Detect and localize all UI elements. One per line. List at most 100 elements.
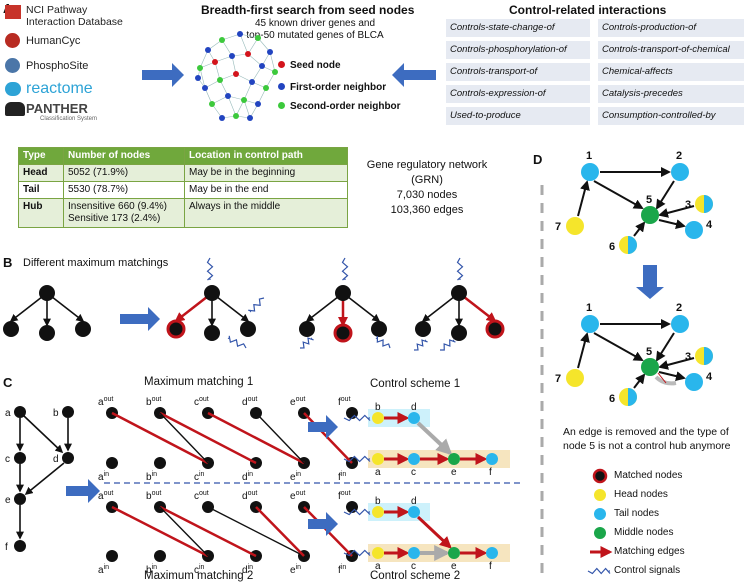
tree-1-edge — [46, 292, 85, 322]
bfs-node — [217, 77, 223, 83]
mm2-in-e — [298, 550, 310, 562]
d-bottom-edge — [658, 371, 686, 381]
d-top-label-2: 2 — [676, 150, 682, 162]
mm1-in-label: fin — [338, 471, 346, 483]
source-humancyc: HumanCyc — [26, 35, 81, 47]
d-top-node-3-half — [704, 195, 713, 213]
tree-2-signal — [228, 335, 247, 349]
table-cell-count: 5052 (71.9%) — [63, 164, 185, 182]
mm1-out-sup: out — [152, 396, 162, 403]
mm1-in-sup: in — [341, 471, 347, 478]
bfs-edge — [265, 71, 276, 89]
tree-1-child — [3, 321, 19, 337]
mm1-out-label: bout — [146, 396, 161, 408]
panther-logo — [5, 102, 25, 116]
mm1-in-label: ein — [290, 471, 301, 483]
bfs-node — [205, 47, 211, 53]
mm1-in-f — [346, 457, 358, 469]
table-cell-location: May be in the end — [184, 181, 348, 199]
source-panther-sub: Classification System — [40, 116, 98, 122]
arrow-control-to-bfs — [392, 63, 436, 87]
tree-4-child — [415, 321, 431, 337]
tree-2-child — [240, 321, 256, 337]
mm2-edge — [207, 506, 305, 557]
mm2-out-label: fout — [338, 490, 351, 502]
tree-2-child — [166, 319, 186, 339]
dag-node-e — [14, 493, 26, 505]
tree-1-child — [39, 325, 55, 341]
tree-3-signal-tip — [375, 337, 378, 340]
bfs-node — [225, 93, 231, 99]
bfs-edge — [261, 51, 271, 67]
bfs-edge — [243, 81, 253, 101]
d-top-node-4 — [685, 221, 703, 239]
mm2-in-a — [106, 550, 118, 562]
d-top-label-7: 7 — [555, 221, 561, 233]
cs2-node-a — [372, 547, 384, 559]
cs1-node-e — [448, 453, 460, 465]
bfs-node — [247, 115, 253, 121]
mm1-in-sup: in — [152, 471, 158, 478]
cs1-node-c — [408, 453, 420, 465]
tree-4-edge — [421, 292, 460, 322]
bfs-node — [195, 75, 201, 81]
tree-3-signal — [299, 337, 314, 349]
arrow-c — [66, 479, 100, 503]
mm1-out-f — [346, 407, 358, 419]
ctl-item-9: Used-to-produce — [446, 107, 590, 125]
d-bottom-node-1 — [581, 315, 599, 333]
mm2-out-sup: out — [152, 490, 162, 497]
mm1-out-label: cout — [194, 396, 209, 408]
bfs-edge — [243, 99, 259, 105]
ctl-item-7: Controls-expression-of — [446, 85, 590, 103]
bfs-edge — [214, 55, 233, 63]
mm2-out-label: cout — [194, 490, 209, 502]
bfs-node — [202, 85, 208, 91]
legend-control-signals: Control signals — [614, 565, 681, 576]
ctl-item-5: Controls-transport-of — [446, 63, 590, 81]
mm1-in-sup: in — [104, 471, 110, 478]
tree-3-signal-tip — [310, 337, 313, 340]
mm1-out-a — [106, 407, 118, 419]
table-cell-location: May be in the beginning — [184, 164, 348, 182]
cs2-label-f: f — [489, 561, 492, 572]
legend-matched: Matched nodes — [614, 470, 683, 481]
mm1-edge — [207, 411, 305, 465]
bfs-edge — [249, 103, 259, 119]
mm2-out-b — [154, 501, 166, 513]
arrow-d — [636, 265, 664, 299]
d-top-node-6 — [619, 236, 637, 254]
mm1-in-label: bin — [146, 471, 157, 483]
bfs-edge — [235, 99, 245, 117]
arrow-cs1 — [308, 415, 338, 439]
d-bottom-label-4: 4 — [706, 371, 713, 383]
panel-label-d: D — [533, 152, 543, 167]
panel-b-title: Different maximum matchings — [23, 257, 169, 269]
mm2-out-sup: out — [296, 490, 306, 497]
bfs-node — [241, 97, 247, 103]
mm1-edge — [255, 412, 305, 464]
d-top-node-7 — [566, 217, 584, 235]
d-bottom-removed-mark — [657, 372, 667, 384]
d-top-label-6: 6 — [609, 241, 615, 253]
table-cell-type: Head — [18, 164, 64, 182]
mm1-out-sup: out — [296, 396, 306, 403]
bfs-edge — [199, 67, 206, 89]
dag-label-e: e — [5, 495, 11, 506]
mm1-out-sup: out — [341, 396, 351, 403]
mm1-in-label: cin — [194, 471, 205, 483]
tree-3-child — [371, 321, 387, 337]
mm2-in-sup: in — [341, 564, 347, 571]
cs1-node-d — [408, 412, 420, 424]
bfs-edge — [269, 51, 276, 73]
tree-3-edge — [305, 292, 344, 322]
cs1-label-d: d — [411, 402, 417, 413]
cs2-band-bottom — [368, 544, 510, 562]
bfs-node — [263, 85, 269, 91]
bfs-edge — [221, 115, 237, 119]
d-top-label-1: 1 — [586, 150, 592, 162]
mm1-edge — [159, 411, 257, 465]
mm2-out-label: aout — [98, 490, 113, 502]
d-top-label-4: 4 — [706, 219, 713, 231]
tree-1-root — [39, 285, 55, 301]
